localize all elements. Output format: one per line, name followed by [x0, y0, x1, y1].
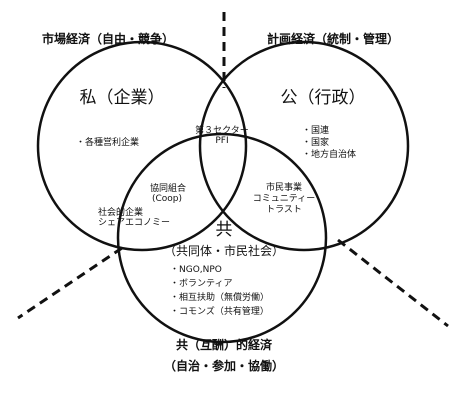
market-title: 市場経済（自由・競争）: [42, 31, 174, 46]
common-subtitle: （共同体・市民社会）: [164, 243, 284, 258]
private-title: 私（企業）: [80, 88, 165, 108]
circle-common: [116, 132, 328, 344]
overlap-private-common-coop: (Coop): [152, 194, 182, 204]
plan-title: 計画経済（統制・管理）: [267, 31, 399, 46]
circle-private: [36, 40, 248, 252]
overlap-private-common-social: 社会的企業: [98, 206, 143, 218]
overlap-public-common: コミュニティー: [253, 193, 315, 204]
divider-right: [337, 238, 449, 328]
reciprocal-subtitle: （自治・参加・協働）: [164, 358, 284, 373]
overlap-private-common-coop: 協同組合: [150, 182, 186, 194]
common-item: ・相互扶助（無償労働）: [170, 291, 269, 303]
private-item: ・各種営利企業: [76, 136, 139, 148]
overlap-public-common: トラスト: [266, 204, 302, 215]
public-item: ・地方自治体: [302, 148, 356, 160]
public-title: 公（行政）: [281, 88, 366, 108]
overlap-private-public: PFI: [215, 136, 228, 146]
overlap-private-public: 第３セクター: [195, 124, 249, 136]
divider-left: [17, 246, 123, 320]
overlap-private-common-social: シェアエコノミー: [98, 218, 170, 228]
public-item: ・国家: [302, 136, 329, 148]
common-item: ・コモンズ（共有管理）: [170, 305, 269, 317]
overlap-public-common: 市民事業: [266, 181, 302, 193]
reciprocal-title: 共（互酬）的経済: [176, 337, 273, 352]
common-title: 共: [216, 220, 233, 240]
circle-public: [198, 40, 410, 252]
common-item: ・ボランティア: [170, 278, 232, 289]
public-item: ・国連: [302, 124, 329, 136]
common-item: ・NGO,NPO: [170, 265, 222, 275]
